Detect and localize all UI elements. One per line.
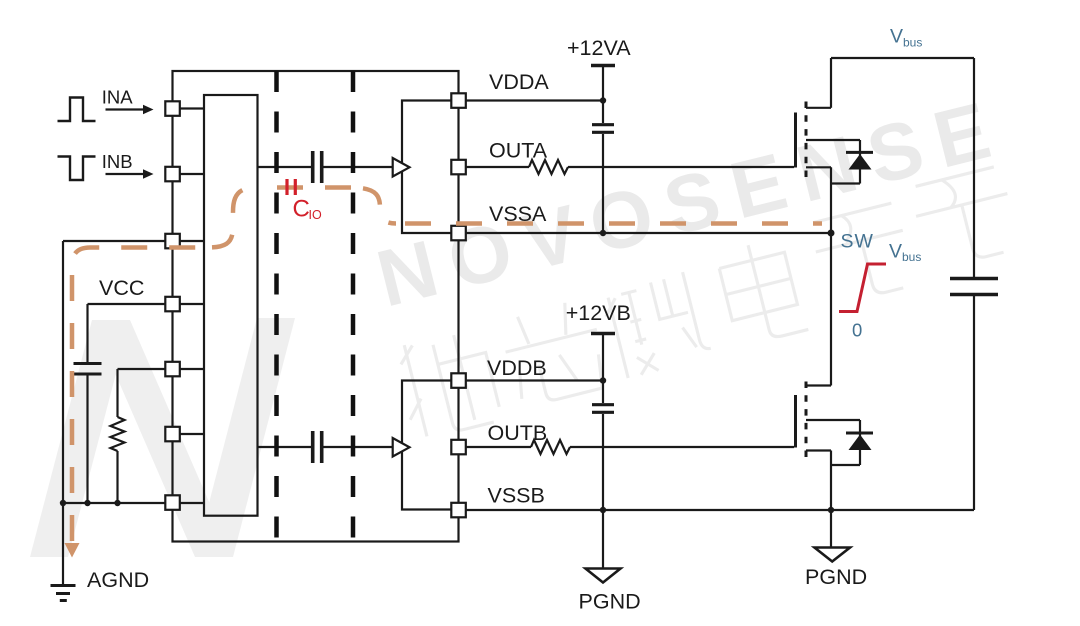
svg-text:+12VB: +12VB (566, 301, 631, 325)
svg-text:C: C (293, 196, 310, 223)
svg-text:OUTA: OUTA (489, 139, 548, 163)
svg-text:VSSA: VSSA (489, 202, 547, 226)
svg-text:INB: INB (102, 151, 133, 172)
svg-text:V: V (890, 26, 903, 48)
svg-text:NOVOSENSE: NOVOSENSE (369, 82, 1013, 324)
svg-text:0: 0 (852, 320, 862, 341)
svg-text:INA: INA (102, 86, 134, 107)
svg-text:bus: bus (903, 36, 922, 50)
svg-text:V: V (889, 241, 902, 263)
svg-text:AGND: AGND (87, 568, 149, 592)
svg-text:SW: SW (841, 231, 874, 253)
svg-text:PGND: PGND (579, 590, 641, 614)
svg-text:IO: IO (309, 208, 322, 222)
svg-text:VDDA: VDDA (489, 70, 549, 94)
svg-text:VSSB: VSSB (488, 484, 545, 508)
svg-text:VCC: VCC (99, 276, 144, 300)
svg-text:VDDB: VDDB (487, 356, 547, 380)
svg-text:OUTB: OUTB (488, 421, 548, 445)
svg-text:PGND: PGND (805, 565, 867, 589)
svg-text:bus: bus (902, 250, 921, 264)
svg-text:+12VA: +12VA (567, 36, 631, 60)
